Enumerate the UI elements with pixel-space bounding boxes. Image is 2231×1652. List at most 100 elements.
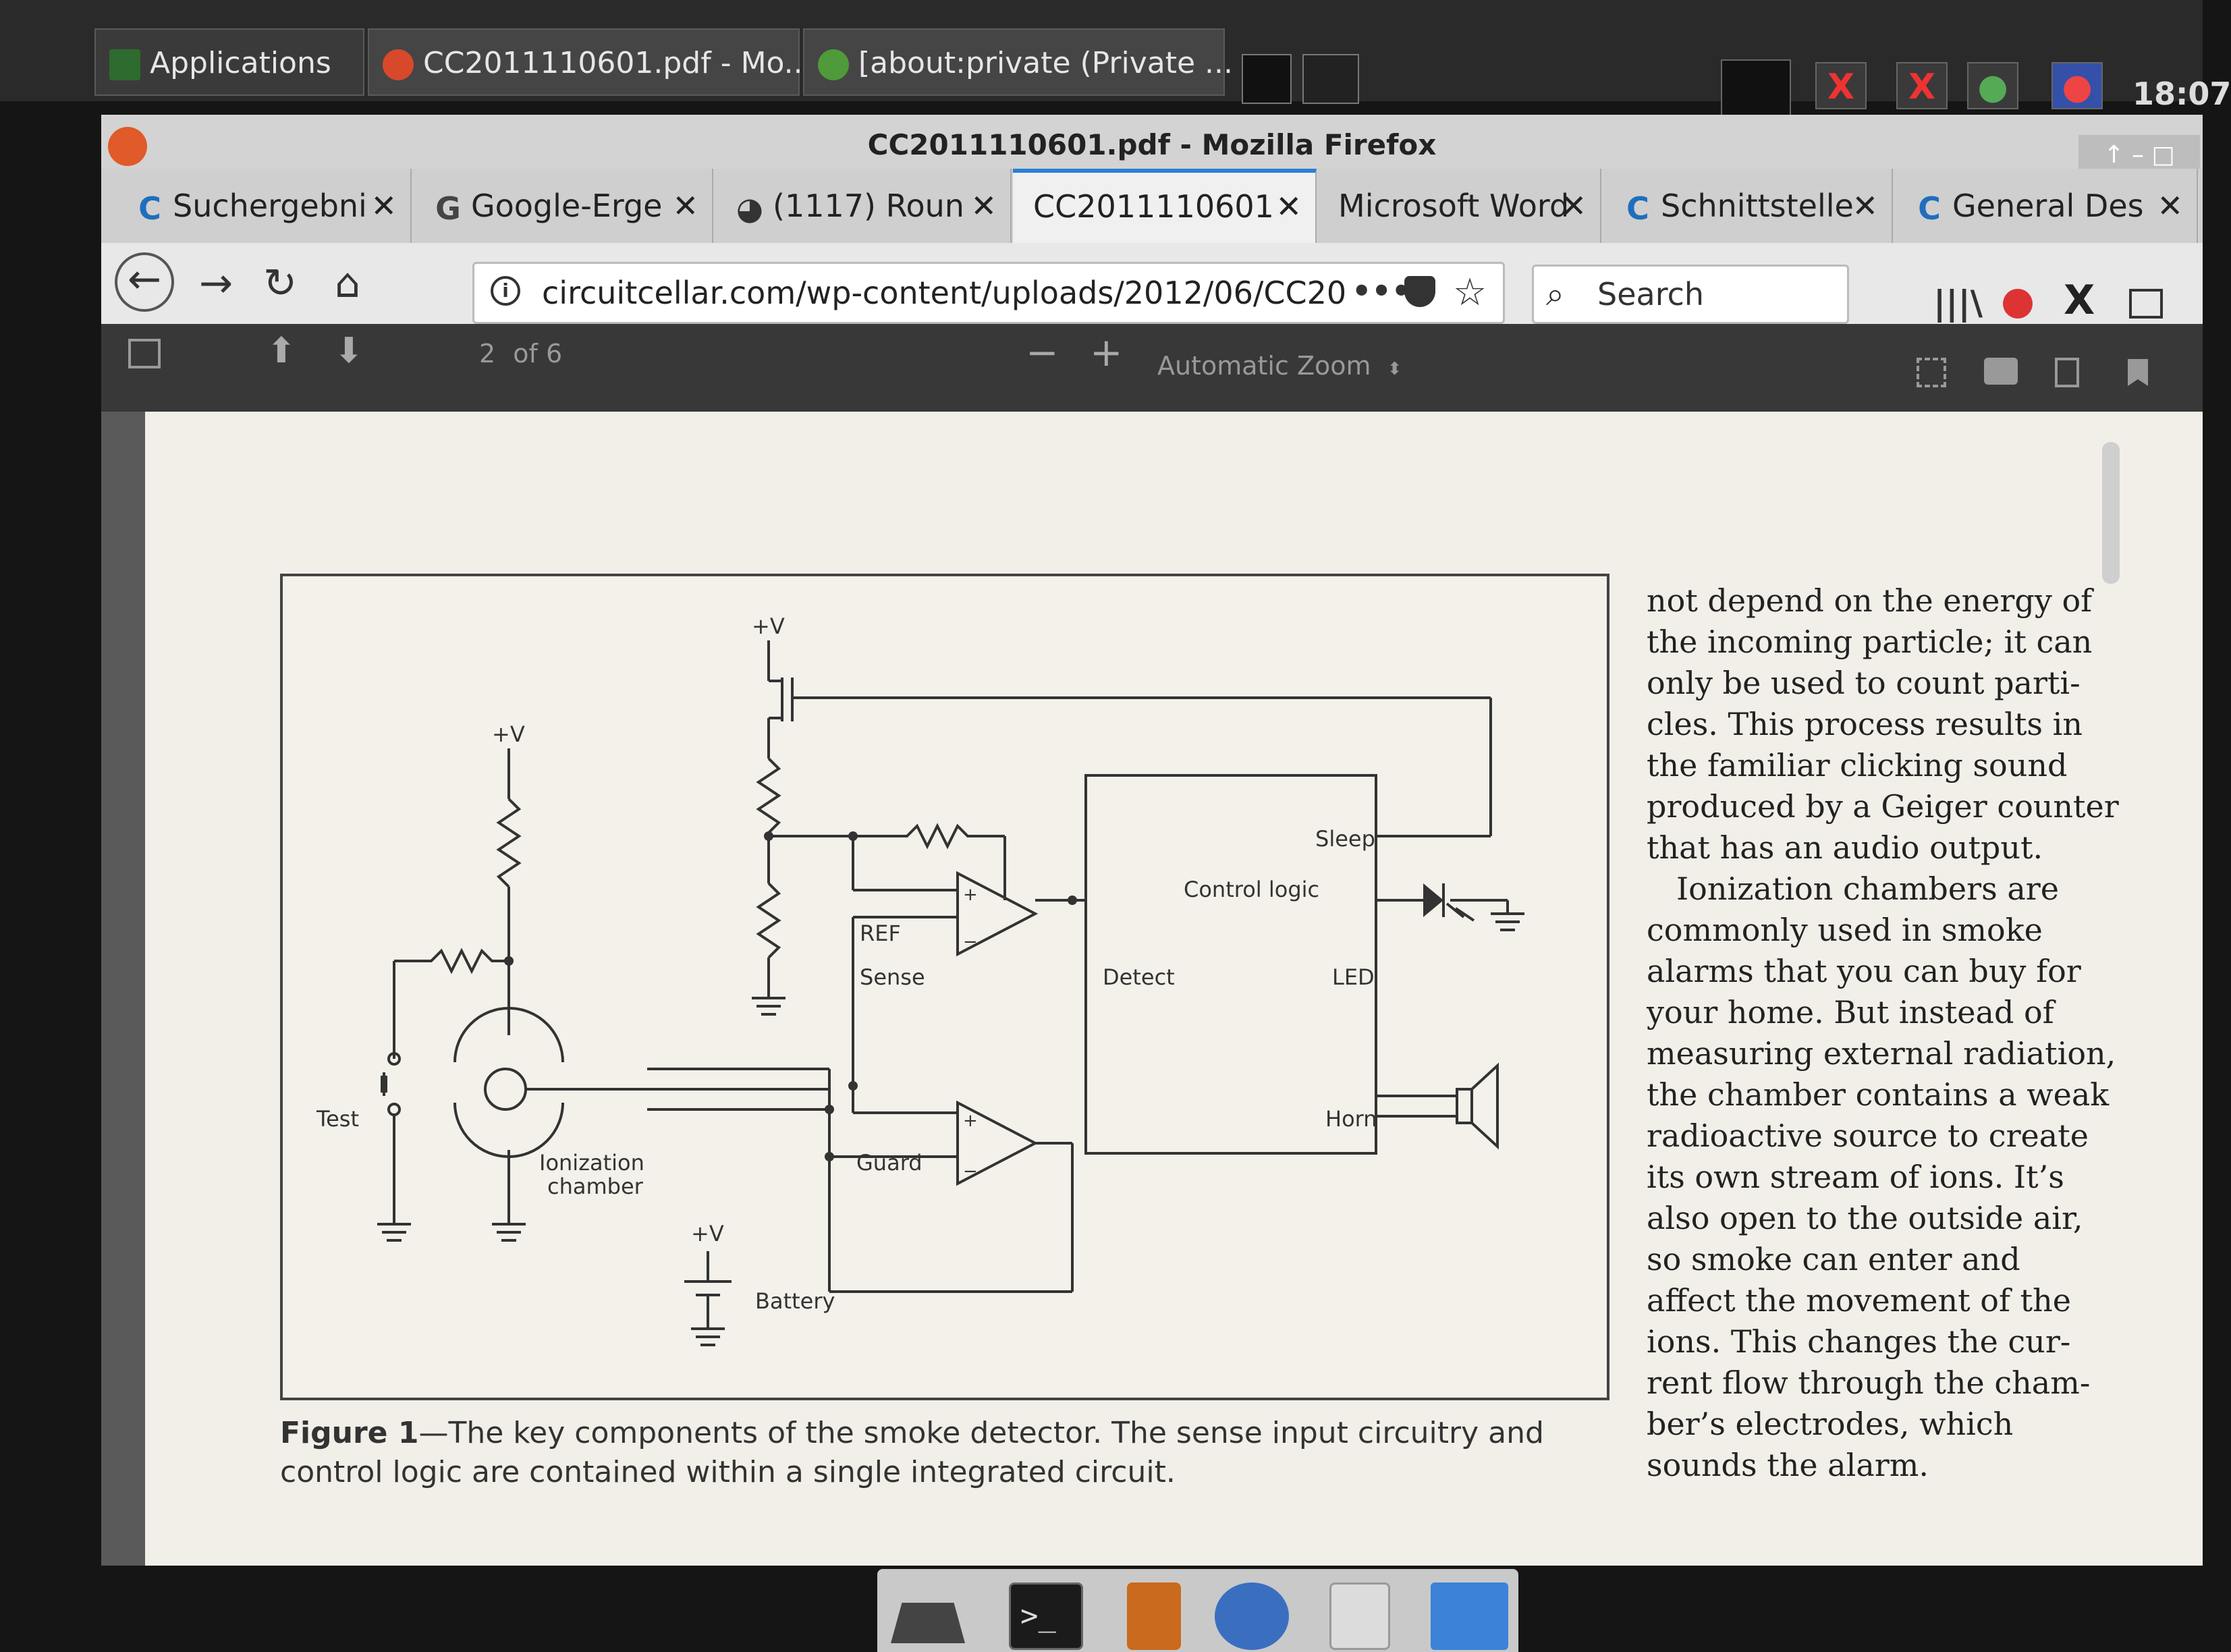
firefox-logo-icon bbox=[108, 127, 147, 166]
print-icon[interactable] bbox=[1984, 358, 2018, 385]
google-icon: G bbox=[435, 190, 461, 227]
taskbar-item-private-window[interactable]: [about:private (Private ... bbox=[803, 28, 1233, 96]
zoom-select[interactable]: Automatic Zoom ⬍ bbox=[1157, 351, 1402, 381]
text-line: ber’s electrodes, which bbox=[1647, 1406, 2014, 1442]
text-line: so smoke can enter and bbox=[1647, 1241, 2020, 1277]
tab-cc2011110601[interactable]: CC2011110601✕ bbox=[1013, 169, 1317, 243]
x-addon-icon[interactable]: X bbox=[2064, 277, 2095, 324]
label-detect: Detect bbox=[1103, 964, 1175, 990]
tab-label: Schnittstelle bbox=[1661, 188, 1854, 224]
text-line: the chamber contains a weak bbox=[1647, 1076, 2110, 1113]
zoom-out-icon[interactable]: − bbox=[1026, 329, 1059, 375]
text-line: measuring external radiation, bbox=[1647, 1035, 2116, 1072]
tab-microsoft-word[interactable]: Microsoft Word✕ bbox=[1318, 169, 1601, 243]
label-sleep: Sleep bbox=[1315, 826, 1375, 852]
file-manager-drawer-icon[interactable] bbox=[1127, 1582, 1181, 1650]
workspace-switcher[interactable] bbox=[1721, 59, 1791, 116]
x-app-icon[interactable]: X bbox=[1896, 62, 1948, 109]
reddit-icon: ◕ bbox=[736, 190, 764, 227]
show-desktop-icon[interactable] bbox=[891, 1603, 965, 1643]
search-placeholder: Search bbox=[1597, 276, 1705, 312]
close-icon[interactable]: ✕ bbox=[1560, 188, 1587, 224]
previous-page-icon[interactable]: ⬆ bbox=[267, 331, 296, 371]
text-line: your home. But instead of bbox=[1647, 994, 2054, 1030]
label-chamber: chamber bbox=[547, 1174, 644, 1199]
bookmark-star-icon[interactable]: ☆ bbox=[1453, 271, 1487, 314]
terminal-icon[interactable]: >_ bbox=[1009, 1582, 1083, 1650]
close-icon[interactable]: ✕ bbox=[1275, 188, 1302, 225]
label-guard: Guard bbox=[856, 1150, 922, 1176]
tab-reddit[interactable]: ◕(1117) Roun✕ bbox=[715, 169, 1012, 243]
comparator-minus: − bbox=[963, 1161, 978, 1182]
caption-figure-number: Figure 1 bbox=[280, 1416, 419, 1450]
library-icon[interactable]: |||\ bbox=[1933, 283, 1983, 323]
presentation-mode-icon[interactable] bbox=[1917, 358, 1946, 387]
close-icon[interactable]: ✕ bbox=[970, 188, 997, 224]
terminal-launcher-icon[interactable] bbox=[1242, 54, 1292, 104]
tab-label: Microsoft Word bbox=[1338, 188, 1570, 224]
url-bar[interactable]: i circuitcellar.com/wp-content/uploads/2… bbox=[472, 262, 1505, 324]
pdf-sidebar-toggle-icon[interactable] bbox=[128, 339, 161, 368]
next-page-icon[interactable]: ⬇ bbox=[334, 331, 364, 371]
back-button[interactable]: ← bbox=[115, 252, 174, 312]
applications-menu[interactable]: Applications bbox=[94, 28, 364, 96]
text-line: radioactive source to create bbox=[1647, 1118, 2089, 1154]
window-title: CC2011110601.pdf - Mozilla Firefox bbox=[867, 128, 1437, 161]
tab-label: Suchergebni bbox=[173, 188, 367, 224]
desktop-launcher-icon[interactable] bbox=[1302, 54, 1359, 104]
sidebar-toggle-icon[interactable] bbox=[2129, 289, 2163, 319]
pocket-icon[interactable] bbox=[1404, 276, 1435, 307]
applications-label: Applications bbox=[150, 46, 331, 80]
tray-browser-icon[interactable]: ● bbox=[1967, 62, 2018, 109]
close-icon[interactable]: ✕ bbox=[672, 188, 698, 224]
app-finder-search-icon[interactable] bbox=[1329, 1582, 1390, 1650]
tab-label: General Des bbox=[1952, 188, 2144, 224]
addon-record-icon[interactable] bbox=[2003, 289, 2033, 319]
web-browser-globe-icon[interactable] bbox=[1215, 1582, 1289, 1650]
tab-label: (1117) Roun bbox=[773, 188, 964, 224]
close-icon[interactable]: ✕ bbox=[1852, 188, 1878, 224]
search-input[interactable]: ⌕ Search bbox=[1532, 265, 1849, 324]
label-horn: Horn bbox=[1325, 1106, 1377, 1132]
tray-firefox-icon[interactable]: ● bbox=[2051, 62, 2103, 109]
label-led: LED bbox=[1332, 964, 1375, 990]
url-text: circuitcellar.com/wp-content/uploads/201… bbox=[542, 275, 1347, 311]
text-line: its own stream of ions. It’s bbox=[1647, 1159, 2064, 1195]
c-icon: C bbox=[138, 190, 161, 227]
comparator-plus: + bbox=[963, 1111, 978, 1131]
figure-caption: Figure 1—The key components of the smoke… bbox=[280, 1414, 1603, 1492]
taskbar-item-label: [about:private (Private ... bbox=[858, 46, 1234, 80]
text-line: affect the movement of the bbox=[1647, 1282, 2071, 1319]
tab-suchergebnisse[interactable]: C Suchergebni✕ bbox=[115, 169, 412, 243]
page-indicator[interactable]: 2 of 6 bbox=[479, 339, 601, 368]
firefox-icon bbox=[383, 49, 414, 80]
clock: 18:07 bbox=[2132, 76, 2231, 112]
comparator-minus: − bbox=[963, 932, 978, 952]
folder-icon[interactable] bbox=[1431, 1582, 1508, 1650]
close-icon[interactable]: ✕ bbox=[370, 188, 397, 224]
reload-button[interactable]: ↻ bbox=[263, 260, 298, 307]
c-icon: C bbox=[1918, 190, 1941, 227]
download-icon[interactable] bbox=[2055, 358, 2079, 387]
zoom-in-icon[interactable]: + bbox=[1090, 329, 1123, 375]
forward-button[interactable]: → bbox=[198, 260, 233, 307]
page-number: 2 bbox=[479, 339, 496, 368]
text-line: ions. This changes the cur- bbox=[1647, 1323, 2071, 1360]
text-line: rent flow through the cham- bbox=[1647, 1365, 2091, 1401]
bookmark-icon[interactable] bbox=[2128, 359, 2148, 386]
x-app-icon[interactable]: X bbox=[1815, 62, 1867, 109]
close-icon[interactable]: ✕ bbox=[2157, 188, 2183, 224]
text-line: Ionization chambers are bbox=[1676, 871, 2059, 907]
page-actions-icon[interactable]: ••• bbox=[1352, 273, 1412, 309]
text-line: alarms that you can buy for bbox=[1647, 953, 2081, 989]
scrollbar-thumb[interactable] bbox=[2102, 442, 2120, 584]
label-battery: Battery bbox=[755, 1288, 835, 1314]
taskbar-item-firefox-pdf[interactable]: CC2011110601.pdf - Mo... bbox=[368, 28, 812, 96]
tab-general-description[interactable]: C General Des ✕ bbox=[1894, 169, 2198, 243]
label-plus-v: +V bbox=[691, 1221, 724, 1246]
home-button[interactable]: ⌂ bbox=[334, 260, 361, 307]
smoke-detector-schematic: +V +V +V REF Sense Guard Test Ionization… bbox=[316, 613, 1524, 1346]
info-icon[interactable]: i bbox=[491, 276, 520, 306]
